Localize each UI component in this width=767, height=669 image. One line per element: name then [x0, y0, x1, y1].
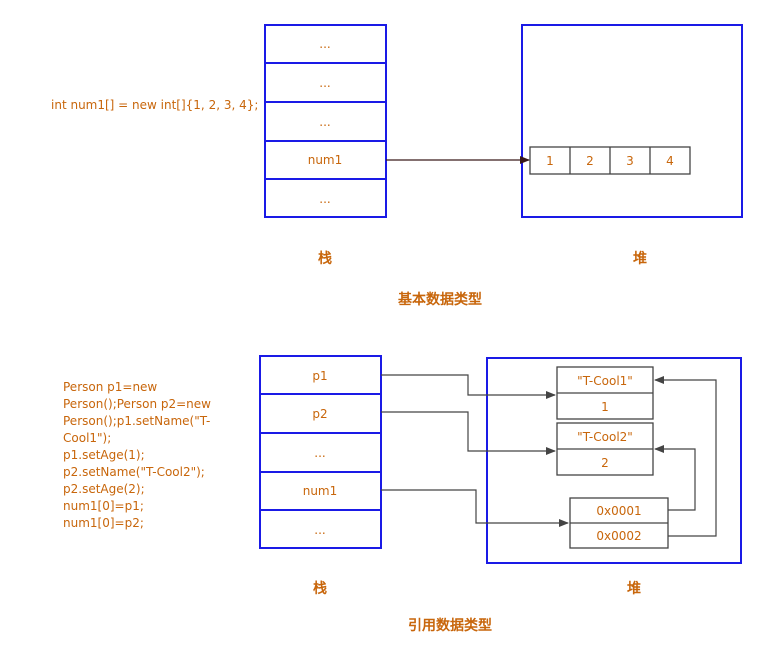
- top-heap-frame: [521, 24, 743, 218]
- reference-array-element: 0x0002: [596, 529, 641, 543]
- top-stack: ... ... ... num1 ...: [264, 24, 387, 218]
- bottom-stack-cell: ...: [314, 446, 325, 460]
- top-stack-cell: ...: [319, 192, 330, 206]
- code-line: num1[0]=p1;: [63, 499, 144, 513]
- primitive-type-diagram: int num1[] = new int[]{1, 2, 3, 4}; ... …: [51, 24, 743, 308]
- p2-reference-arrow: [381, 411, 556, 455]
- code-line: p1.setAge(1);: [63, 448, 145, 462]
- code-line: p2.setName("T-Cool2");: [63, 465, 205, 479]
- num1-reference-arrow: [381, 489, 569, 527]
- top-stack-label: 栈: [318, 250, 332, 267]
- bottom-stack-cell: ...: [314, 523, 325, 537]
- top-stack-cell: ...: [319, 37, 330, 51]
- bottom-code: Person p1=new Person();Person p2=new Per…: [63, 380, 211, 530]
- bottom-caption: 引用数据类型: [408, 617, 492, 634]
- top-stack-cell: ...: [319, 115, 330, 129]
- person1-age: 1: [601, 400, 609, 414]
- reference-type-diagram: Person p1=new Person();Person p2=new Per…: [63, 355, 742, 634]
- code-line: num1[0]=p2;: [63, 516, 144, 530]
- top-stack-cell: ...: [319, 76, 330, 90]
- person2-age: 2: [601, 456, 609, 470]
- bottom-heap-label: 堆: [627, 580, 641, 597]
- array-element: 1: [546, 154, 554, 168]
- array-element: 3: [626, 154, 634, 168]
- array-element: 4: [666, 154, 674, 168]
- person1-name: "T-Cool1": [577, 374, 633, 388]
- element0-reference-arrow: [654, 445, 696, 511]
- bottom-stack-label: 栈: [313, 580, 327, 597]
- code-line: Cool1");: [63, 431, 111, 445]
- array-element: 2: [586, 154, 594, 168]
- code-line: Person();p1.setName("T-: [63, 414, 210, 428]
- code-line: Person();Person p2=new: [63, 397, 211, 411]
- top-code-line: int num1[] = new int[]{1, 2, 3, 4};: [51, 98, 258, 112]
- p1-reference-arrow: [381, 374, 556, 399]
- bottom-stack-cell-p1: p1: [312, 369, 327, 383]
- top-stack-cell-num1: num1: [308, 153, 343, 167]
- person2-name: "T-Cool2": [577, 430, 633, 444]
- top-stack-frame: [264, 24, 387, 218]
- top-heap-label: 堆: [633, 250, 647, 267]
- top-heap: 1 2 3 4: [521, 24, 743, 218]
- reference-array-element: 0x0001: [596, 504, 641, 518]
- code-line: p2.setAge(2);: [63, 482, 145, 496]
- bottom-stack-cell-p2: p2: [312, 407, 327, 421]
- code-line: Person p1=new: [63, 380, 157, 394]
- bottom-stack-frame: [259, 355, 382, 549]
- bottom-heap: "T-Cool1" 1 "T-Cool2" 2 0x0001 0x0002: [486, 357, 742, 564]
- top-caption: 基本数据类型: [398, 291, 482, 308]
- bottom-stack: p1 p2 ... num1 ...: [259, 355, 382, 549]
- element1-reference-arrow: [654, 376, 717, 537]
- bottom-stack-cell-num1: num1: [303, 484, 338, 498]
